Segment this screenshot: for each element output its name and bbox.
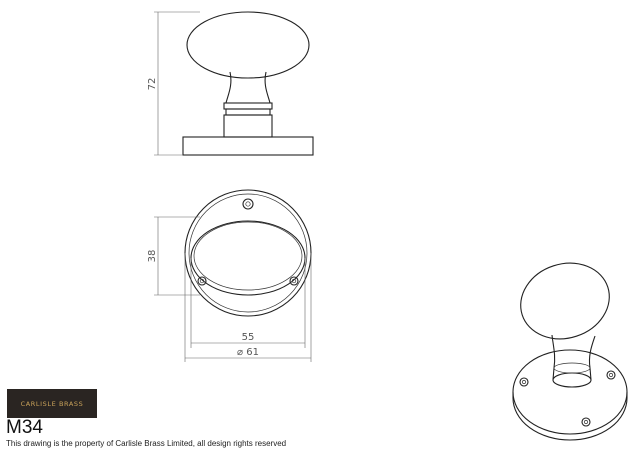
rose-base-perspective xyxy=(512,349,628,435)
perspective-collar xyxy=(552,372,592,388)
perspective-screw-bottom-inner xyxy=(584,420,588,424)
screw-hole-left-inner xyxy=(199,278,205,284)
knob-collar-lower xyxy=(225,108,271,116)
knob-base-shank xyxy=(223,114,273,138)
knob-oval-inner xyxy=(193,221,303,291)
rose-backplate-side xyxy=(182,136,314,156)
brand-logo: CARLISLE BRASS xyxy=(7,389,97,418)
copyright-notice: This drawing is the property of Carlisle… xyxy=(6,439,287,448)
perspective-screw-left-inner xyxy=(522,380,526,384)
screw-hole-top xyxy=(242,198,254,210)
knob-collar-upper xyxy=(223,102,273,110)
perspective-view xyxy=(512,262,628,441)
perspective-screw-right-inner xyxy=(609,373,613,377)
perspective-screw-left xyxy=(519,377,529,387)
perspective-neck-right xyxy=(588,335,596,381)
rose-diameter-label: ⌀ 61 xyxy=(237,347,259,358)
rose-base-edge xyxy=(512,392,628,441)
perspective-collar-ring xyxy=(553,362,591,374)
product-code: M34 xyxy=(6,417,43,438)
knob-width-label: 55 xyxy=(242,332,255,343)
front-view: 38 55 ⌀ 61 xyxy=(147,189,312,362)
screw-hole-right xyxy=(289,276,299,286)
side-elevation-view: 72 xyxy=(147,11,314,156)
brand-logo-text: CARLISLE BRASS xyxy=(20,399,84,408)
screw-hole-right-inner xyxy=(291,278,297,284)
screw-hole-top-inner xyxy=(245,201,251,207)
height-dimension-label: 72 xyxy=(147,78,158,91)
perspective-neck-left xyxy=(551,334,556,381)
rose-inner-ring xyxy=(188,193,308,313)
perspective-screw-bottom xyxy=(581,417,591,427)
knob-head-outline xyxy=(186,11,310,79)
knob-oval-front xyxy=(190,220,306,296)
perspective-knob-head xyxy=(520,262,610,340)
depth-dimension-label: 38 xyxy=(147,250,158,263)
perspective-screw-right xyxy=(606,370,616,380)
screw-hole-left xyxy=(197,276,207,286)
